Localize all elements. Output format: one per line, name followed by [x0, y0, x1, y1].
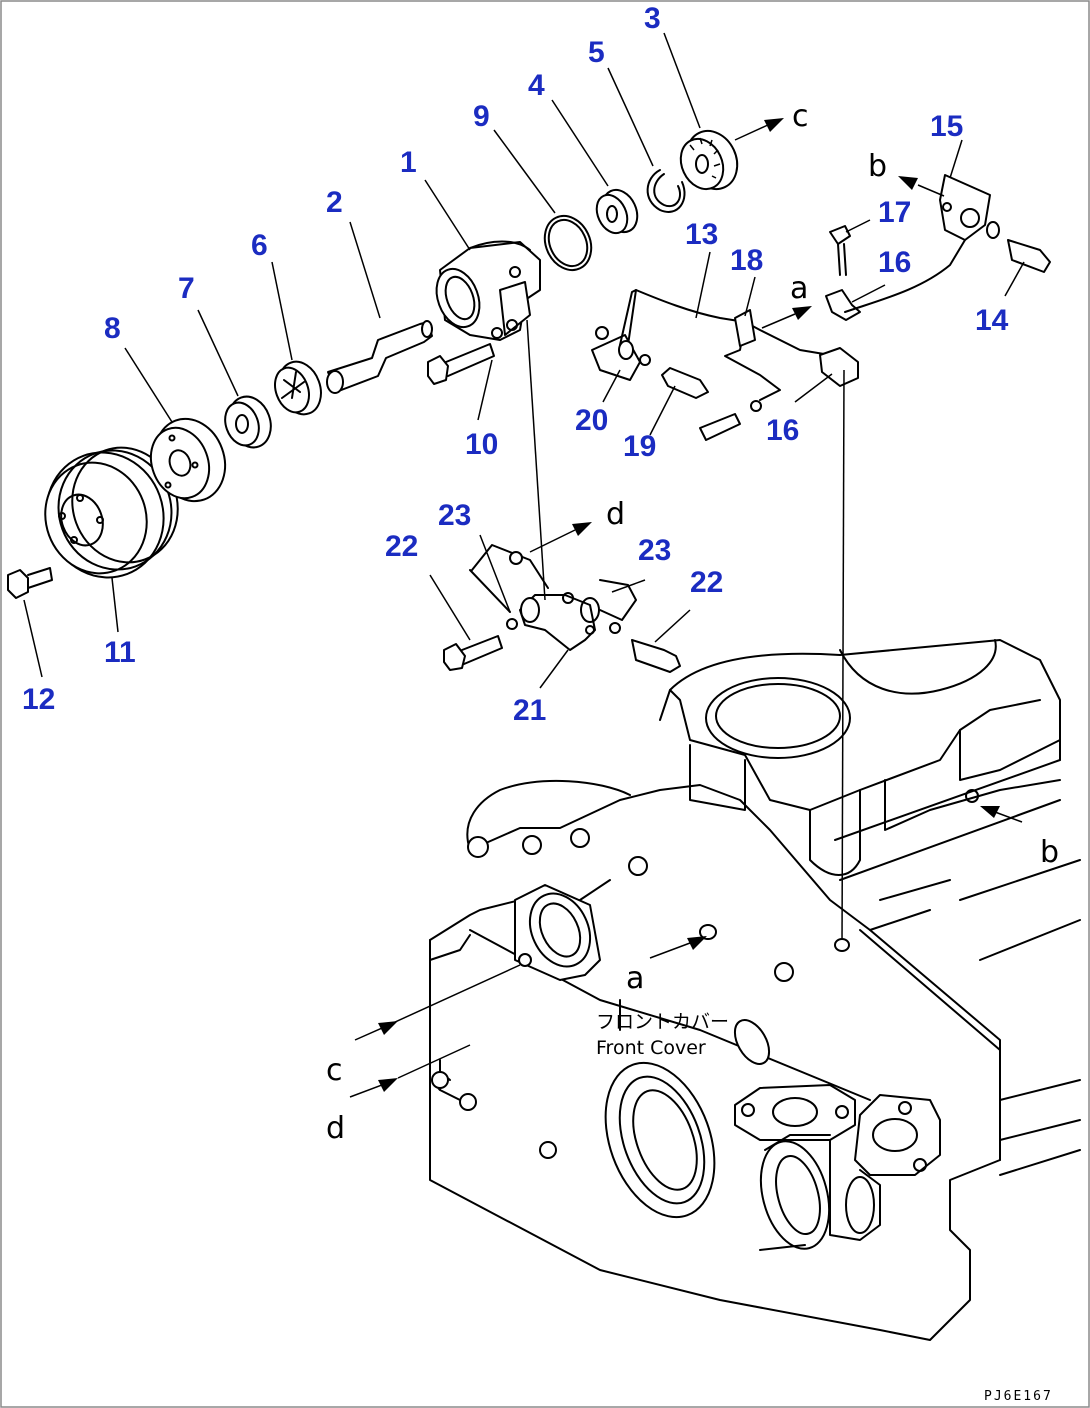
part-label-17: 17	[878, 196, 911, 229]
part-label-10: 10	[465, 428, 498, 461]
part-label-20: 20	[575, 404, 608, 437]
top-bracket	[939, 174, 991, 241]
lower-bolt-left	[443, 643, 466, 671]
ref-letter-c-top: c	[792, 99, 809, 134]
front-cover-label-jp: フロントカバー	[596, 1011, 729, 1033]
part-label-12: 12	[22, 683, 55, 716]
pulley-bolt	[7, 569, 29, 599]
part-number-labels: 1 2 3 4 5 6 7 8 9 10 11 12 13 14 15 16 1…	[22, 2, 1009, 727]
part-label-22-right: 22	[690, 566, 723, 599]
ref-letter-b-right: b	[1040, 835, 1059, 870]
part-label-23-right: 23	[638, 534, 671, 567]
ref-letter-d-left: d	[326, 1111, 345, 1146]
clamp-bolt	[699, 413, 741, 441]
o-ring	[543, 214, 593, 272]
part-label-19: 19	[623, 430, 656, 463]
drawing-code: PJ6E167	[984, 1389, 1053, 1404]
ref-letter-a-bottom: a	[626, 961, 644, 996]
front-cover-drawing	[429, 639, 1081, 1341]
part-label-22-left: 22	[385, 530, 418, 563]
ref-letter-d-mid: d	[606, 497, 625, 532]
part-label-21: 21	[513, 694, 546, 727]
part-label-9: 9	[473, 100, 490, 133]
ref-letter-a-top: a	[790, 271, 808, 306]
part-label-15: 15	[930, 110, 963, 143]
part-label-18: 18	[730, 244, 763, 277]
part-label-11: 11	[104, 636, 136, 669]
part-label-6: 6	[251, 229, 268, 262]
reference-arrows	[349, 118, 1023, 1098]
snap-ring	[646, 169, 686, 213]
part-label-23-left: 23	[438, 499, 471, 532]
gasket-opening-ellipse	[705, 677, 851, 759]
clamp-lower	[819, 347, 859, 387]
reference-letters: c b a d b a c d	[326, 99, 1059, 1146]
clamp-upper	[825, 289, 861, 321]
part-label-16-lower: 16	[766, 414, 799, 447]
part-label-1: 1	[400, 146, 417, 179]
outlet-flange-left	[734, 1084, 856, 1141]
ref-letter-c-left: c	[326, 1053, 343, 1088]
part-label-13: 13	[685, 218, 718, 251]
part-label-7: 7	[178, 272, 195, 305]
pump-parts-drawing	[7, 129, 1051, 952]
lower-bolt-right	[631, 639, 681, 673]
front-cover-label-en: Front Cover	[596, 1037, 706, 1059]
outlet-flange-right	[854, 1094, 941, 1176]
bracket-plate	[591, 334, 641, 381]
part-label-4: 4	[528, 69, 545, 102]
bracket-bolt	[661, 367, 709, 399]
part-label-16-upper: 16	[878, 246, 911, 279]
top-bolt	[1007, 239, 1051, 273]
part-label-3: 3	[644, 2, 661, 35]
leader-lines	[23, 32, 1025, 689]
part-label-5: 5	[588, 36, 605, 69]
shaft	[327, 321, 433, 393]
crank-seal-opening	[604, 1061, 716, 1219]
part-label-2: 2	[326, 186, 343, 219]
part-label-14: 14	[975, 304, 1009, 337]
clamp-screw	[829, 225, 851, 245]
part-label-8: 8	[104, 312, 121, 345]
ref-letter-b-top: b	[868, 149, 887, 184]
pump-bolt	[427, 355, 449, 385]
